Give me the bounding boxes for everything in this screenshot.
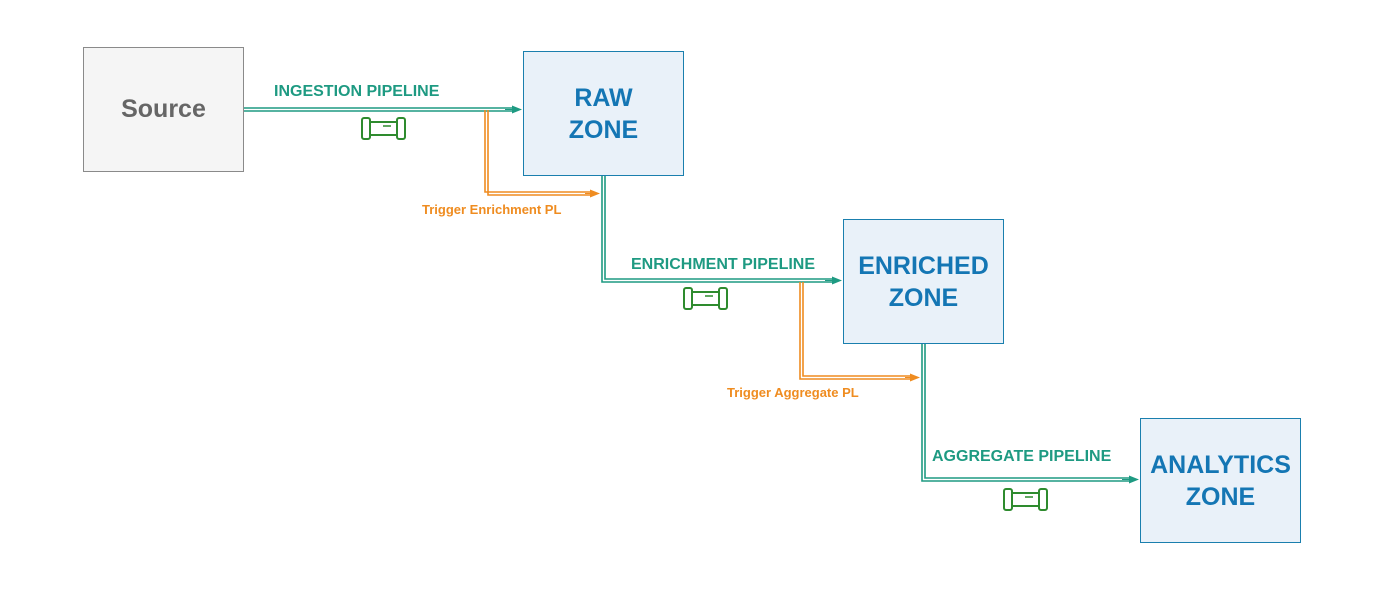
source-node[interactable]: Source bbox=[83, 47, 244, 172]
aggregate-pipeline-label: AGGREGATE PIPELINE bbox=[932, 448, 1112, 465]
trigger-enrichment-label: Trigger Enrichment PL bbox=[422, 202, 562, 217]
analytics-zone-title: ANALYTICS bbox=[1150, 450, 1291, 479]
ingestion-pipeline-label: INGESTION PIPELINE bbox=[274, 83, 440, 100]
enrichment-pipe-icon bbox=[683, 287, 728, 310]
raw-zone-title: RAW bbox=[574, 83, 633, 112]
trigger-enrichment-connector bbox=[484, 110, 600, 198]
raw-zone-subtitle: ZONE bbox=[568, 115, 639, 144]
enriched-zone-title: ENRICHED bbox=[858, 251, 989, 280]
source-label: Source bbox=[121, 95, 206, 123]
trigger-aggregate-connector bbox=[799, 282, 920, 382]
analytics-zone-subtitle: ZONE bbox=[1185, 482, 1256, 511]
enriched-zone-subtitle: ZONE bbox=[888, 283, 959, 312]
enriched-zone-node[interactable]: ENRICHED ZONE bbox=[843, 219, 1004, 344]
enrichment-connector bbox=[601, 175, 842, 285]
aggregate-connector bbox=[921, 343, 1139, 484]
raw-zone-node[interactable]: RAW ZONE bbox=[523, 51, 684, 176]
aggregate-pipe-icon bbox=[1003, 488, 1048, 511]
trigger-aggregate-label: Trigger Aggregate PL bbox=[727, 385, 859, 400]
analytics-zone-node[interactable]: ANALYTICS ZONE bbox=[1140, 418, 1301, 543]
ingestion-pipe-icon bbox=[361, 117, 406, 140]
ingestion-connector bbox=[243, 105, 522, 114]
enrichment-pipeline-label: ENRICHMENT PIPELINE bbox=[631, 256, 816, 273]
